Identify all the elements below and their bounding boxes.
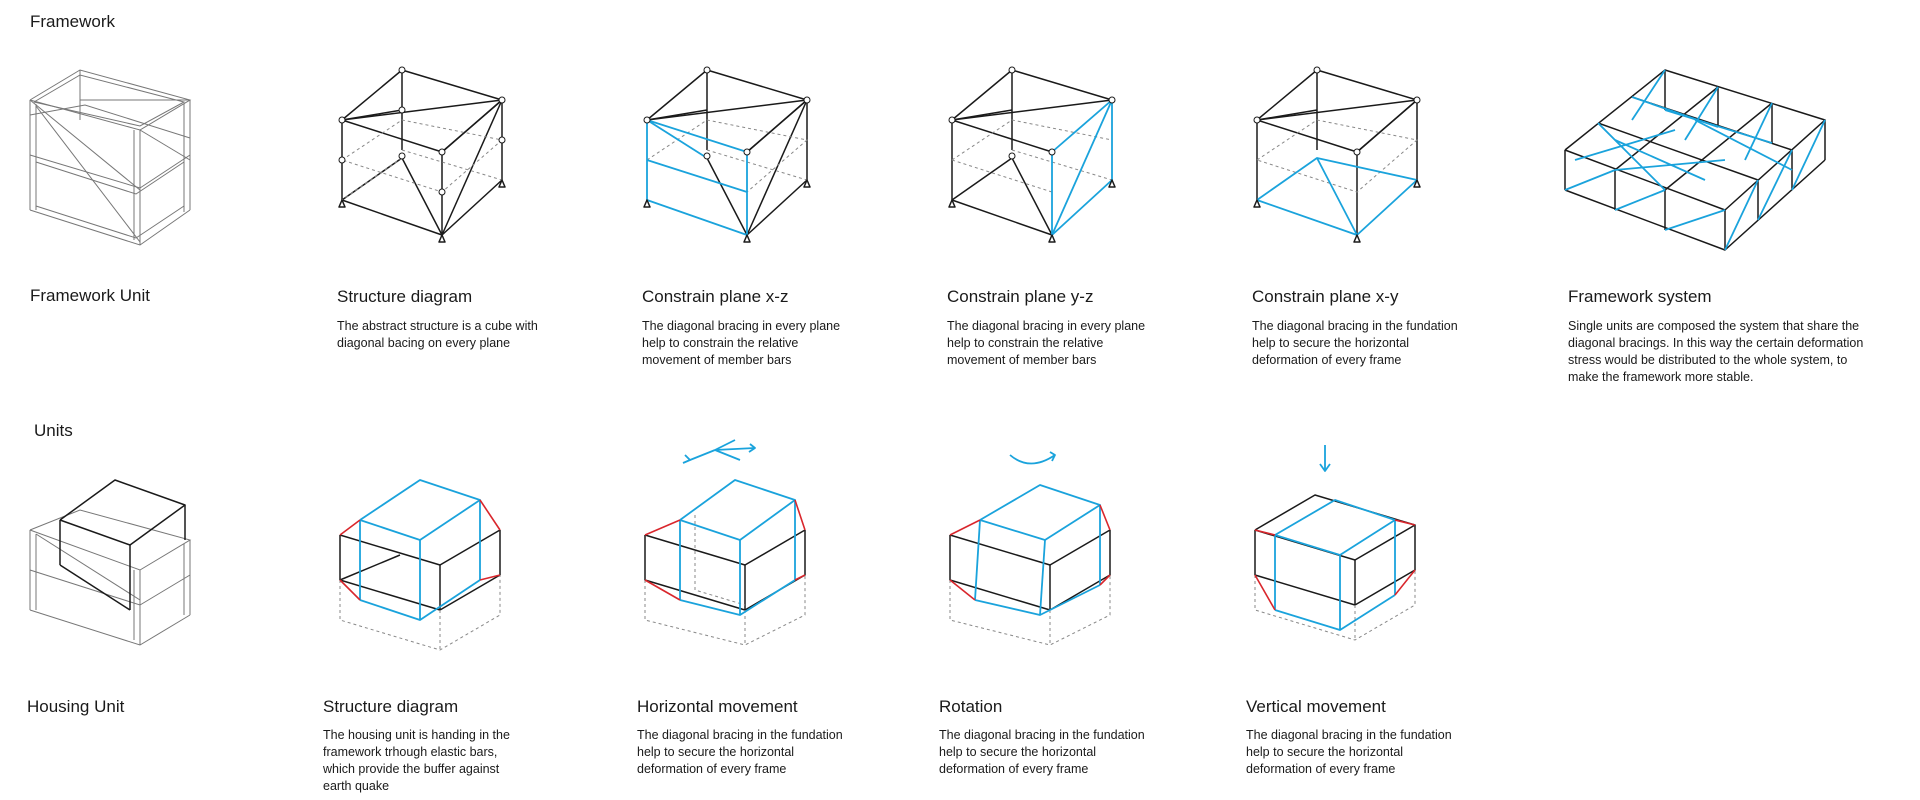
section-title-units: Units	[34, 421, 73, 440]
framework-structure-diagram	[338, 66, 506, 243]
framework-constrain-xy-diagram	[1253, 66, 1421, 243]
panel-title: Vertical movement	[1246, 697, 1386, 716]
housing-structure-diagram	[339, 479, 501, 651]
framework-unit-label: Framework Unit	[30, 286, 150, 305]
panel-title: Constrain plane y-z	[947, 287, 1094, 306]
panel-title: Structure diagram	[337, 287, 473, 306]
housing-unit-figure	[29, 479, 192, 646]
housing-vertical-movement-diagram	[1254, 445, 1416, 641]
housing-horizontal-movement-diagram	[644, 439, 806, 646]
panel-description: Single units are composed the system tha…	[1568, 319, 1864, 384]
panel-title: Constrain plane x-y	[1252, 287, 1399, 306]
framework-system-diagram	[1564, 69, 1826, 251]
framework-constrain-yz-diagram	[948, 66, 1116, 243]
housing-rotation-diagram	[949, 451, 1111, 646]
panel-title: Structure diagram	[323, 697, 459, 716]
panel-title: Constrain plane x-z	[642, 287, 789, 306]
housing-unit-label: Housing Unit	[27, 697, 125, 716]
panel-title: Framework system	[1568, 287, 1712, 306]
framework-unit-figure	[29, 69, 192, 246]
panel-title: Horizontal movement	[637, 697, 798, 716]
section-title-framework: Framework	[30, 12, 116, 31]
framework-constrain-xz-diagram	[643, 66, 811, 243]
panel-title: Rotation	[939, 697, 1003, 716]
